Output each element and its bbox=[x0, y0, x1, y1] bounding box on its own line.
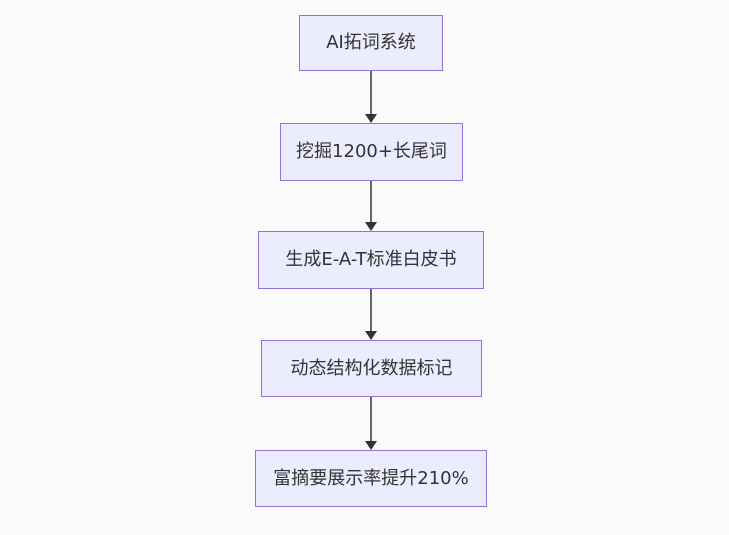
connector-line bbox=[370, 397, 372, 441]
connector-line bbox=[370, 71, 372, 114]
connector-3 bbox=[365, 289, 377, 340]
flow-node-eat-whitepaper: 生成E-A-T标准白皮书 bbox=[258, 231, 484, 289]
arrowhead-down-icon bbox=[365, 441, 377, 450]
arrowhead-down-icon bbox=[365, 114, 377, 123]
flow-node-rich-snippet-result: 富摘要展示率提升210% bbox=[255, 450, 487, 507]
connector-line bbox=[370, 181, 372, 222]
flow-node-label: 动态结构化数据标记 bbox=[290, 357, 453, 379]
flow-node-label: 生成E-A-T标准白皮书 bbox=[285, 249, 457, 270]
flow-node-label: 富摘要展示率提升210% bbox=[273, 467, 469, 489]
flow-node-longtail-mining: 挖掘1200+长尾词 bbox=[280, 123, 463, 181]
flow-node-structured-data-markup: 动态结构化数据标记 bbox=[261, 340, 482, 397]
flow-node-ai-keyword-system: AI拓词系统 bbox=[299, 15, 443, 71]
connector-4 bbox=[365, 397, 377, 450]
connector-2 bbox=[365, 181, 377, 231]
arrowhead-down-icon bbox=[365, 331, 377, 340]
connector-1 bbox=[365, 71, 377, 123]
arrowhead-down-icon bbox=[365, 222, 377, 231]
flow-node-label: 挖掘1200+长尾词 bbox=[296, 141, 447, 162]
flow-node-label: AI拓词系统 bbox=[326, 32, 416, 53]
connector-line bbox=[370, 289, 372, 331]
